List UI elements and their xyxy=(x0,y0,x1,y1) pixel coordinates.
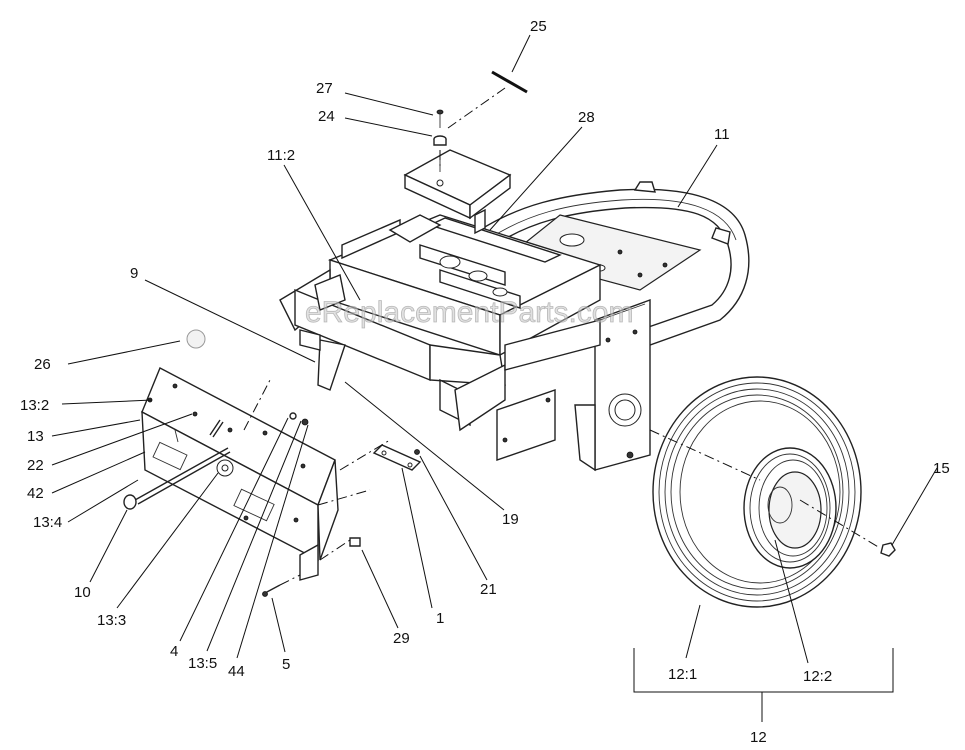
callout-26: 26 xyxy=(34,356,51,373)
callout-25: 25 xyxy=(530,18,547,35)
callout-13-4: 13:4 xyxy=(33,514,62,531)
part-5-screw xyxy=(262,584,281,597)
screw-and-washer xyxy=(433,109,447,172)
callout-12-2: 12:2 xyxy=(803,668,832,685)
callout-9: 9 xyxy=(130,265,138,282)
part-25-strap xyxy=(491,70,528,94)
watermark: eReplacementParts.com xyxy=(305,296,633,329)
part-44-nut xyxy=(301,418,309,426)
rear-frame xyxy=(279,181,750,472)
callout-10: 10 xyxy=(74,584,91,601)
callout-11-2: 11:2 xyxy=(267,147,295,164)
callout-13-5: 13:5 xyxy=(188,655,217,672)
part-1-plate xyxy=(372,444,422,471)
callout-1: 1 xyxy=(436,610,444,627)
battery-bracket xyxy=(403,149,512,235)
control-panel xyxy=(141,367,339,581)
part-29-bolt xyxy=(349,537,361,547)
callout-13-2: 13:2 xyxy=(20,397,49,414)
callout-21: 21 xyxy=(480,581,497,598)
callout-15: 15 xyxy=(933,460,950,477)
part-15-lug-nut xyxy=(880,542,896,557)
callout-24: 24 xyxy=(318,108,335,125)
callout-13-3: 13:3 xyxy=(97,612,126,629)
callout-29: 29 xyxy=(393,630,410,647)
wheel-assembly xyxy=(652,376,862,608)
callout-labels: 25 27 24 28 11 11:2 9 26 13:2 13 22 42 1… xyxy=(20,18,950,746)
callout-11: 11 xyxy=(714,126,730,143)
leader-lines xyxy=(51,34,938,664)
part-12-bracket xyxy=(633,648,894,693)
callout-42: 42 xyxy=(27,485,44,502)
callout-19: 19 xyxy=(502,511,519,528)
callout-5: 5 xyxy=(282,656,290,673)
part-26-knob xyxy=(186,329,206,349)
callout-12: 12 xyxy=(750,729,767,746)
part-4-nut xyxy=(289,412,297,420)
callout-27: 27 xyxy=(316,80,333,97)
callout-22: 22 xyxy=(27,457,44,474)
callout-4: 4 xyxy=(170,643,178,660)
callout-44: 44 xyxy=(228,663,245,680)
callout-13: 13 xyxy=(27,428,44,445)
callout-12-1: 12:1 xyxy=(668,666,697,683)
callout-28: 28 xyxy=(578,109,595,126)
shift-rod xyxy=(123,447,231,510)
